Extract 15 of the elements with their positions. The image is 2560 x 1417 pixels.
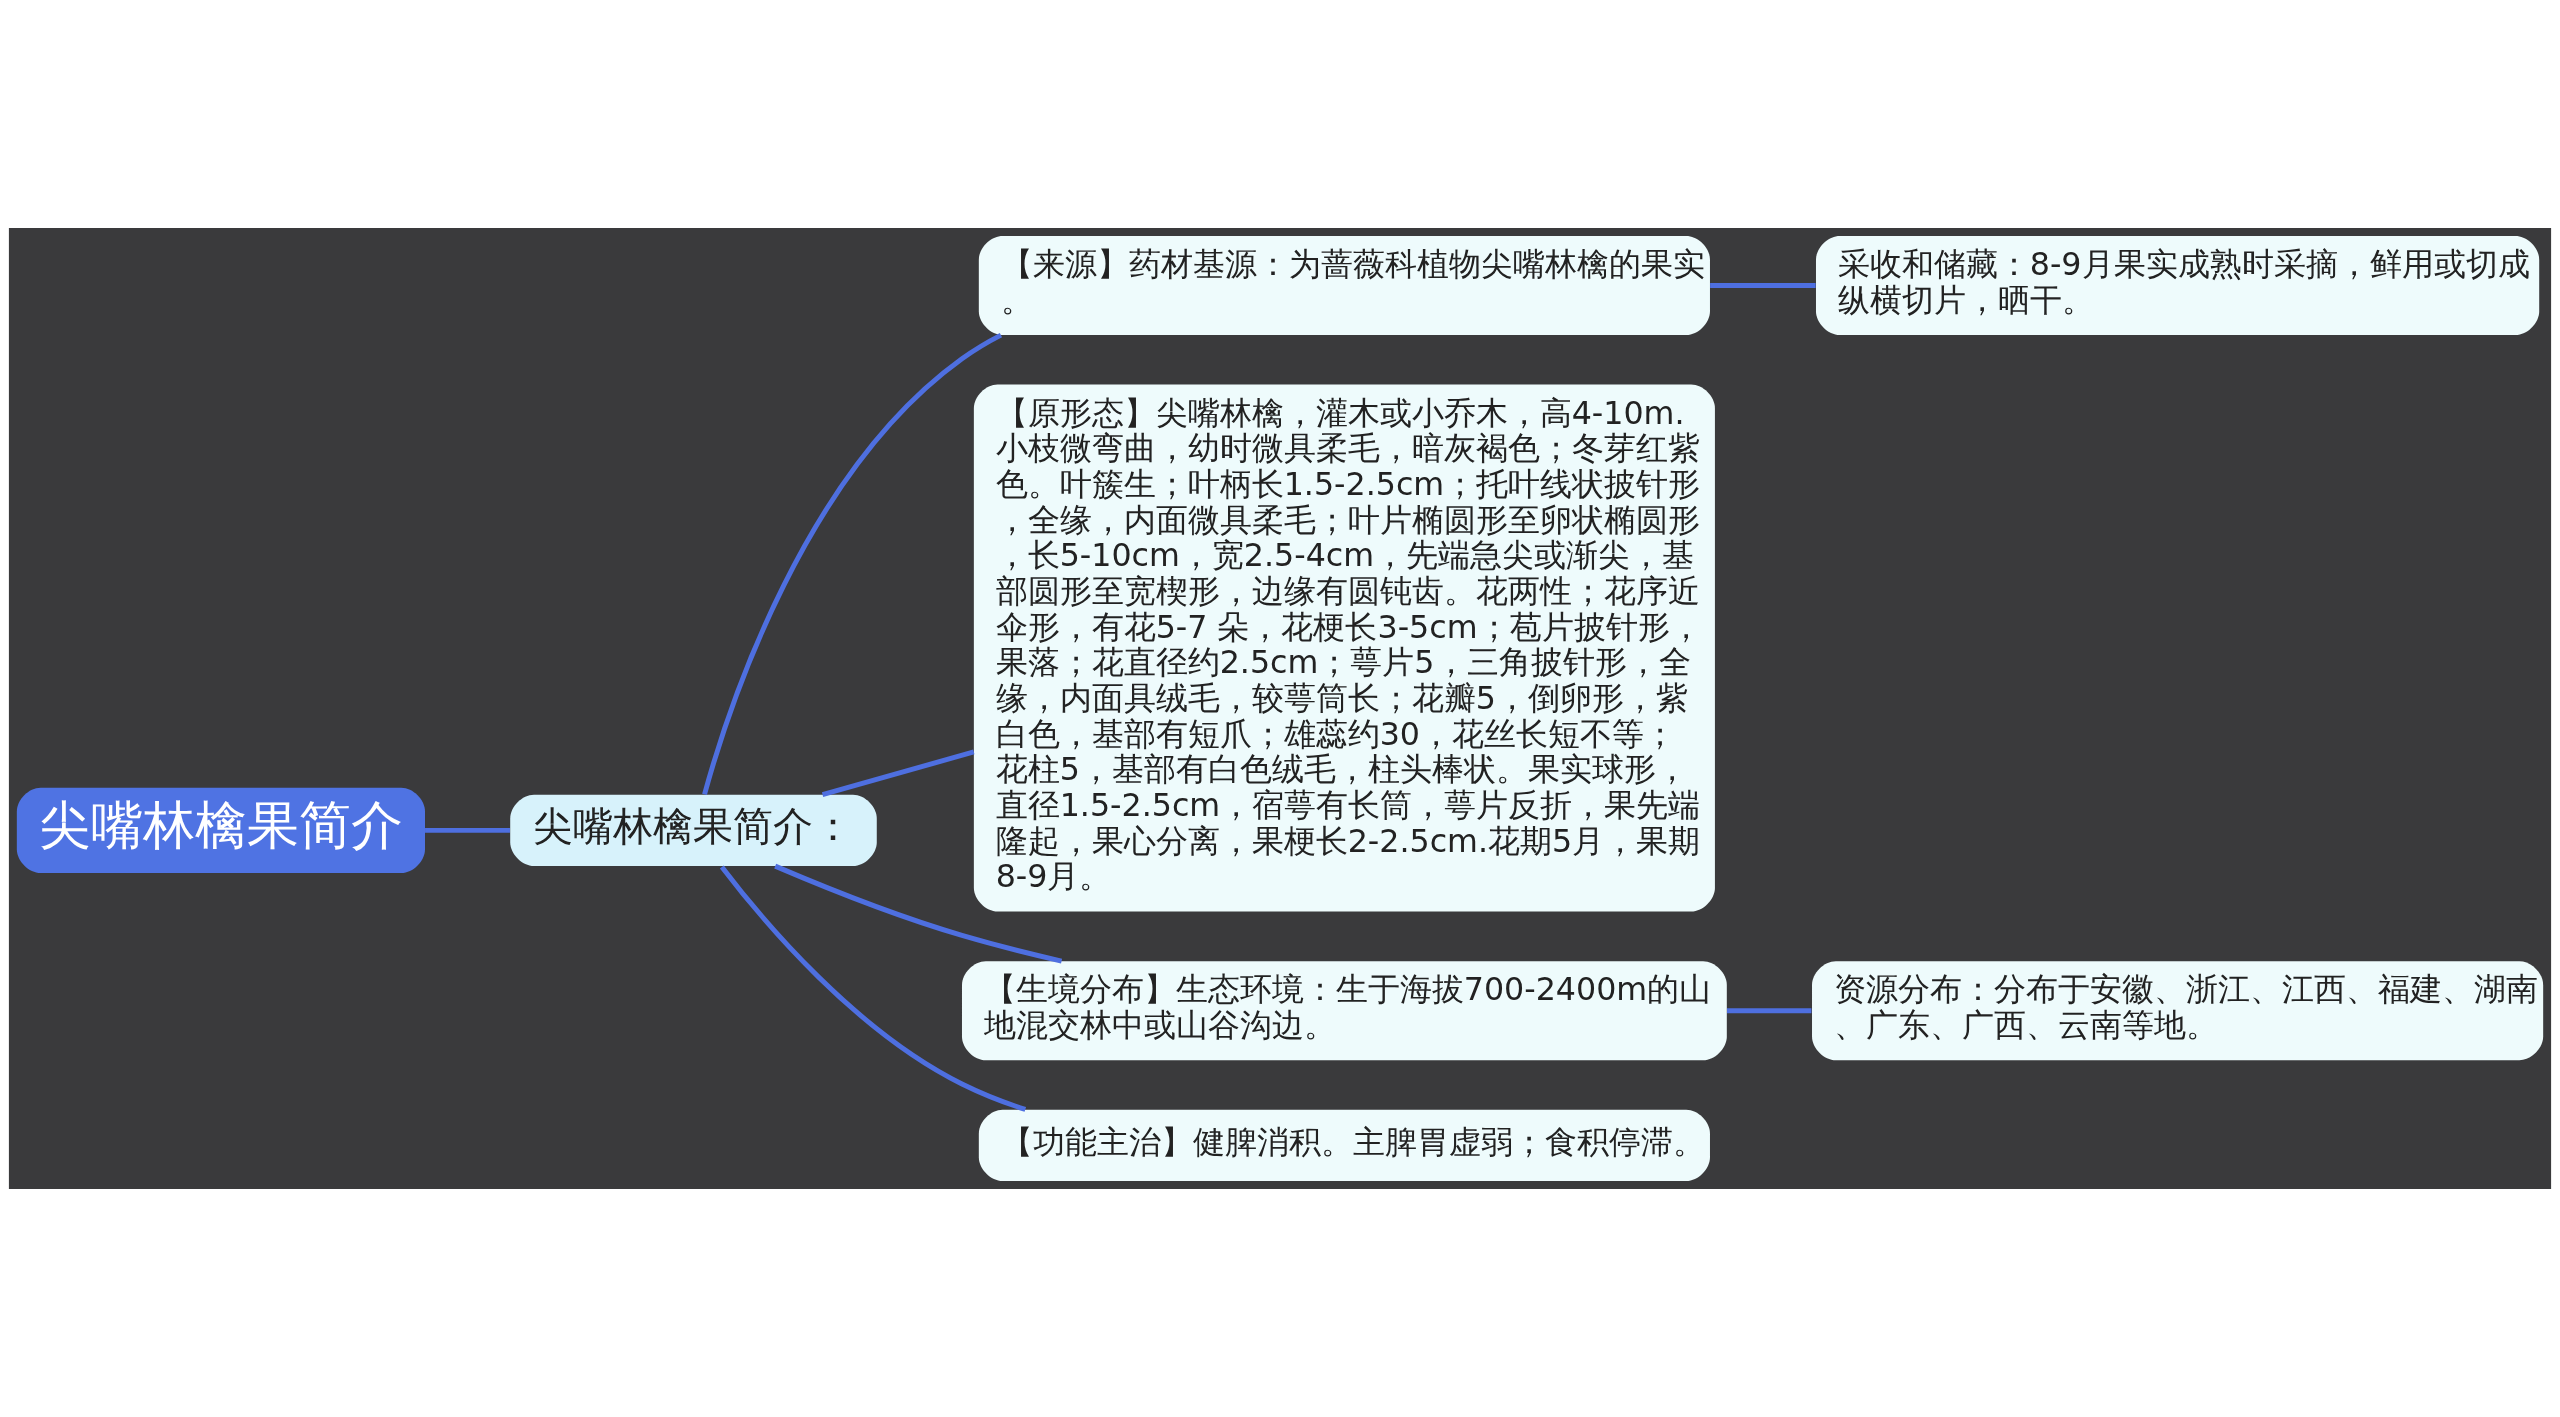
- connector: [425, 827, 510, 833]
- node-box: 【原形态】尖嘴林檎，灌木或小乔木，高4-10m.小枝微弯曲，幼时微具柔毛，暗灰褐色；冬芽红紫色。叶簇生；叶柄长1.5-2.5cm；托叶线状披针形，全缘，内面微具柔毛；叶片椭圆形至卵状椭圆形，长5-10cm，宽2.5-4cm，先端急尖或渐尖，基部圆形至宽楔形，边缘有圆钝齿。花两性；花序近伞形，有花5-7 朵，花梗长3-5cm；苞片披针形，果落；花直径约2.5cm；萼片5，三角披针形，全缘，内面具绒毛，较萼筒长；花瓣5，倒卵形，紫白色，基部有短爪；雄蕊约30，花丝长短不等；花柱5，基部有白色绒毛，柱头棒状。果实球形，直径1.5-2.5cm，宿萼有长筒，萼片反折，果先端隆起，果心分离，果梗长2-2.5cm.花期5月，果期8-9月。: [973, 384, 1715, 912]
- connector: [1710, 283, 1816, 288]
- node-box: 采收和储藏：8-9月果实成熟时采摘，鲜用或切成纵横切片，晒干。: [1816, 235, 2540, 335]
- node-box: 尖嘴林檎果简介: [16, 787, 425, 873]
- connector: [702, 332, 1003, 796]
- connector: [1727, 1008, 1812, 1014]
- node-box: 【生境分布】生态环境：生于海拔700-2400m的山地混交林中或山谷沟边。: [962, 961, 1727, 1061]
- node-box: 尖嘴林檎果简介：: [510, 794, 877, 866]
- node-box: 【功能主治】健脾消积。主脾胃虚弱；食积停滞。: [978, 1109, 1710, 1182]
- node-box: 【来源】药材基源：为蔷薇科植物尖嘴林檎的果实。: [978, 235, 1710, 335]
- connector: [821, 749, 975, 797]
- connector: [719, 865, 1027, 1112]
- connector: [774, 863, 1063, 964]
- node-box: 资源分布：分布于安徽、浙江、江西、福建、湖南、广东、广西、云南等地。: [1812, 961, 2544, 1061]
